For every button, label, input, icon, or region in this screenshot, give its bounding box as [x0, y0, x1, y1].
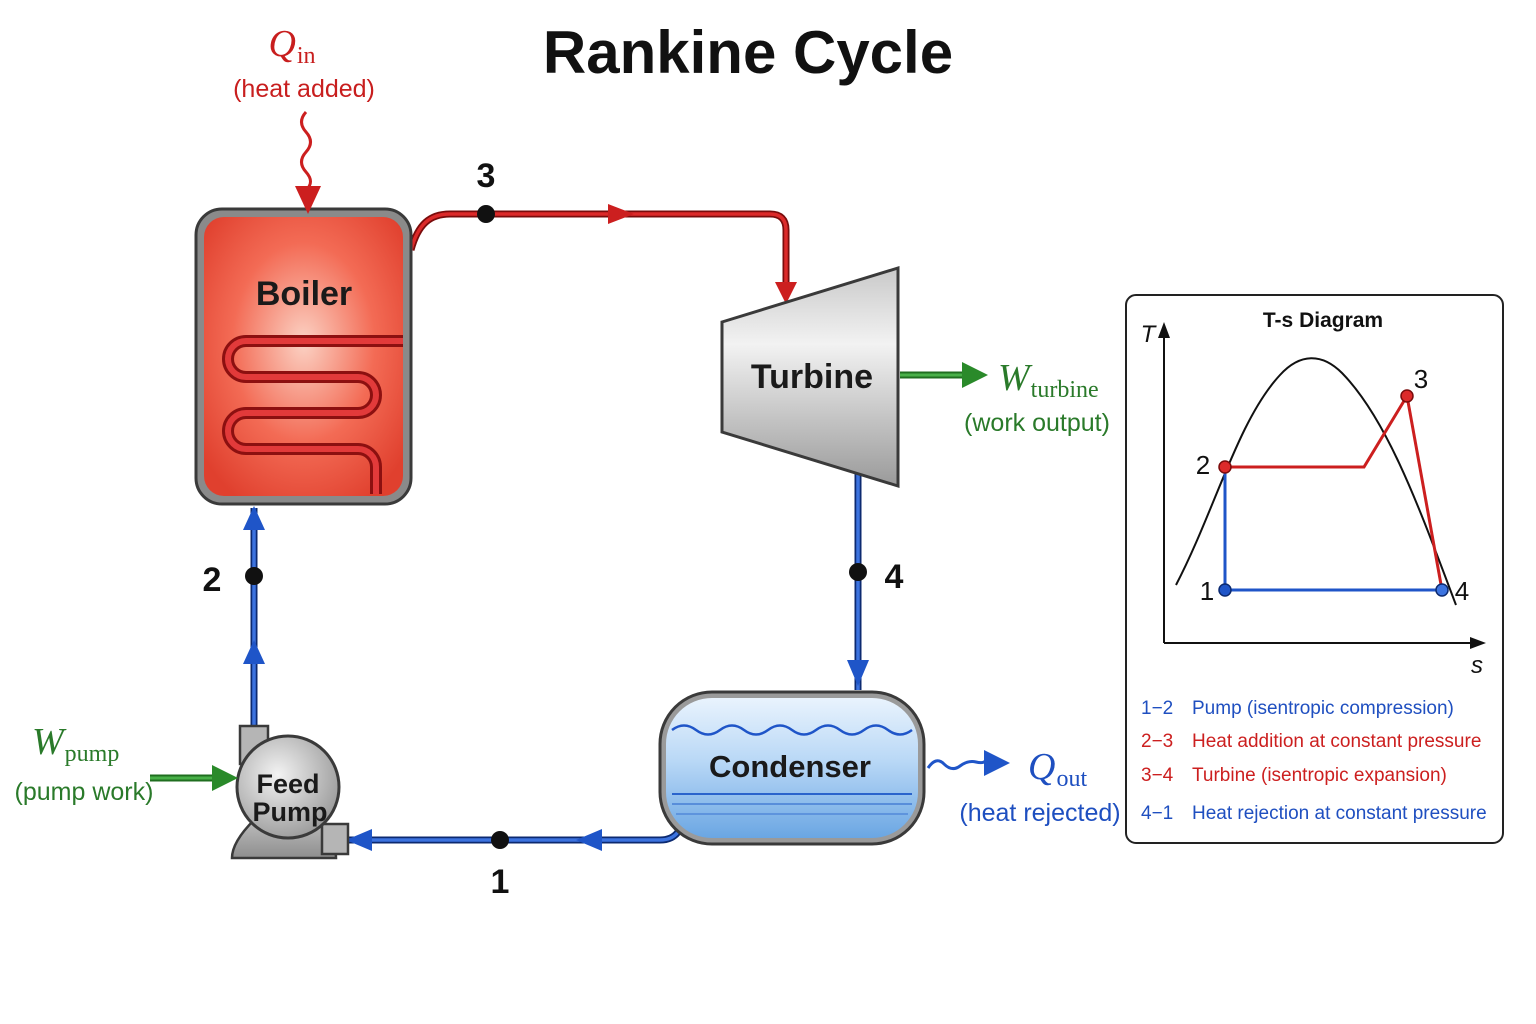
legend-text-3-4: Turbine (isentropic expansion): [1192, 765, 1447, 786]
heat-input: Qin (heat added): [233, 23, 375, 214]
w-turbine-subscript: turbine: [1031, 377, 1099, 403]
legend-text-1-2: Pump (isentropic compression): [1192, 698, 1454, 719]
ts-diagram-title: T-s Diagram: [1263, 309, 1383, 332]
pump-casing: [235, 734, 341, 840]
svg-text:Wpump: Wpump: [32, 721, 119, 767]
pipe-boiler-to-turbine: [407, 204, 797, 304]
pipe-pump-to-boiler: [243, 506, 265, 730]
w-pump-arrow: [212, 765, 238, 791]
pump-label-line2: Pump: [252, 797, 327, 827]
legend-code-1-2: 1−2: [1141, 698, 1173, 719]
w-pump-subscript: pump: [65, 741, 120, 767]
ts-x-axis-arrow: [1470, 637, 1486, 649]
ts-point-3-label: 3: [1414, 364, 1428, 394]
ts-y-axis-label: T: [1141, 321, 1158, 348]
flow-arrow: [243, 506, 265, 530]
w-turbine-arrow: [962, 362, 988, 388]
svg-text:Qout: Qout: [1028, 746, 1087, 792]
state-point-2: 2: [203, 561, 263, 599]
heating-coil: [222, 335, 403, 494]
ts-point-1: [1218, 583, 1232, 597]
boiler-label: Boiler: [256, 275, 352, 313]
state-point-3: 3: [477, 157, 496, 223]
q-in-arrow: [295, 186, 321, 214]
legend-code-2-3: 2−3: [1141, 731, 1173, 752]
ts-path-2-3: [1225, 395, 1409, 469]
svg-text:2: 2: [203, 561, 222, 599]
turbine-label: Turbine: [751, 358, 873, 396]
q-out-arrow: [984, 750, 1010, 776]
svg-text:Qin: Qin: [268, 23, 315, 69]
ts-diagram-panel: T-s Diagram T s 1 2 3 4 1−2 Pump (isentr…: [1125, 294, 1504, 844]
legend-code-4-1: 4−1: [1141, 803, 1173, 824]
boiler: Boiler: [194, 207, 413, 506]
flow-arrow: [608, 204, 634, 224]
legend-text-2-3: Heat addition at constant pressure: [1192, 731, 1481, 752]
flow-arrow: [243, 640, 265, 664]
ts-y-axis-arrow: [1158, 322, 1170, 338]
ts-x-axis-label: s: [1471, 652, 1483, 679]
q-out-subscript: out: [1056, 766, 1087, 792]
svg-text:4: 4: [885, 558, 904, 596]
q-in-subscript: in: [297, 43, 316, 69]
flow-arrow: [576, 829, 602, 851]
water-surface: [671, 724, 913, 736]
pump-outlet: [320, 822, 350, 856]
ts-point-2-label: 2: [1196, 450, 1210, 480]
svg-text:Wturbine: Wturbine: [998, 357, 1099, 403]
flow-arrow: [775, 282, 797, 304]
flow-arrow: [847, 660, 869, 686]
condenser: Condenser: [658, 690, 926, 846]
w-pump-symbol: W: [32, 721, 67, 763]
flow-arrow: [346, 829, 372, 851]
ts-point-2: [1218, 460, 1232, 474]
feed-pump: Feed Pump: [230, 724, 350, 860]
ts-point-4-label: 4: [1455, 576, 1469, 606]
page-title: Rankine Cycle: [543, 19, 953, 86]
svg-text:3: 3: [477, 157, 496, 195]
legend-text-4-1: Heat rejection at constant pressure: [1192, 803, 1487, 824]
ts-point-1-label: 1: [1200, 576, 1214, 606]
pump-label-line1: Feed: [256, 769, 319, 799]
legend-code-3-4: 3−4: [1141, 765, 1174, 786]
pipe-condenser-to-pump: [346, 829, 681, 851]
condenser-label: Condenser: [709, 749, 871, 784]
ts-path-3-4: [1405, 395, 1444, 591]
w-pump-note: (pump work): [15, 778, 154, 806]
ts-legend: 1−2 Pump (isentropic compression) 2−3 He…: [1141, 698, 1487, 824]
pump-work-input: Wpump (pump work): [15, 721, 238, 806]
state-point-1: 1: [491, 831, 510, 901]
w-turbine-note: (work output): [964, 409, 1110, 437]
ts-point-3: [1400, 389, 1414, 403]
q-in-symbol: Q: [268, 23, 295, 65]
state-point-4: 4: [849, 558, 904, 596]
q-in-note: (heat added): [233, 75, 375, 103]
q-out-note: (heat rejected): [959, 799, 1120, 827]
heat-rejection: Qout (heat rejected): [926, 746, 1121, 827]
q-in-wavy-line: [300, 110, 312, 192]
turbine-work-output: Wturbine (work output): [900, 357, 1110, 437]
turbine: Turbine: [720, 265, 900, 489]
q-out-wavy-line: [926, 759, 988, 771]
ts-point-4: [1435, 583, 1449, 597]
saturation-dome: [1175, 357, 1457, 606]
q-out-symbol: Q: [1028, 746, 1055, 788]
w-turbine-symbol: W: [998, 357, 1033, 399]
svg-text:1: 1: [491, 863, 510, 901]
